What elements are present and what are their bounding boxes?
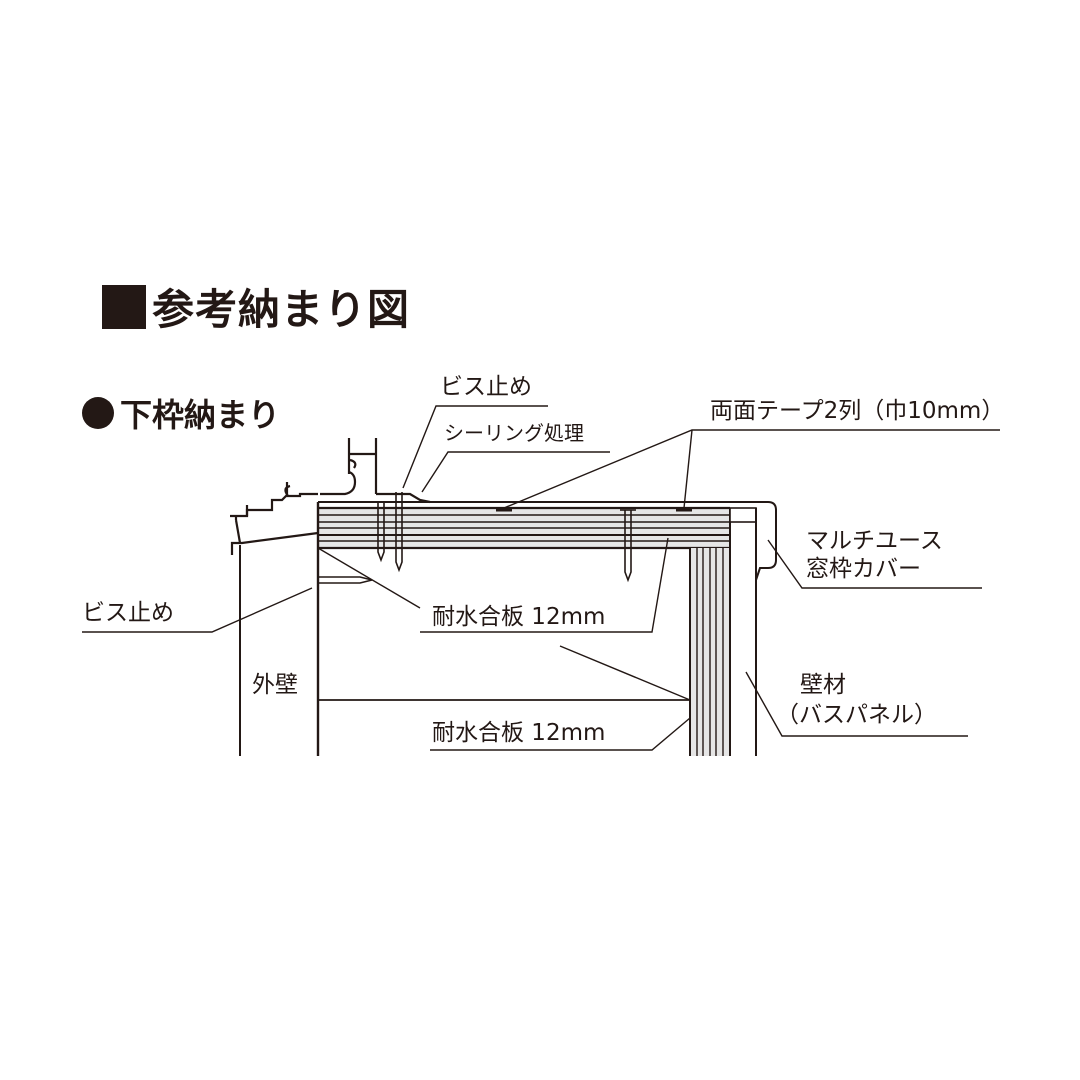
- page-title: 参考納まり図: [102, 276, 410, 337]
- circle-bullet-icon: [82, 397, 114, 429]
- label-wall-material-line1: 壁材: [800, 672, 846, 698]
- screws: [318, 492, 636, 584]
- label-screw-left: ビス止め: [82, 600, 174, 626]
- section-title: 下枠納まり: [82, 390, 280, 436]
- horizontal-plywood: [318, 506, 730, 550]
- label-plywood-upper: 耐水合板 12mm: [432, 604, 606, 630]
- label-sealing: シーリング処理: [444, 421, 584, 445]
- label-double-sided-tape: 両面テープ2列（巾10mm）: [710, 398, 1005, 424]
- label-plywood-lower: 耐水合板 12mm: [432, 720, 606, 746]
- leader-lines: [82, 405, 1000, 751]
- label-exterior-wall: 外壁: [252, 672, 298, 698]
- aluminium-sill-frame: [230, 438, 431, 555]
- label-cover-line2: 窓枠カバー: [806, 556, 921, 582]
- page-title-text: 参考納まり図: [152, 285, 411, 334]
- window-frame-cover: [318, 501, 777, 581]
- label-cover-line1: マルチユース: [806, 528, 943, 554]
- exterior-wall: [239, 502, 690, 756]
- square-bullet-icon: [102, 284, 146, 329]
- section-title-text: 下枠納まり: [120, 396, 281, 434]
- label-screw-top: ビス止め: [440, 374, 532, 400]
- label-wall-material-line2: （バスパネル）: [776, 702, 937, 728]
- vertical-plywood: [689, 508, 731, 756]
